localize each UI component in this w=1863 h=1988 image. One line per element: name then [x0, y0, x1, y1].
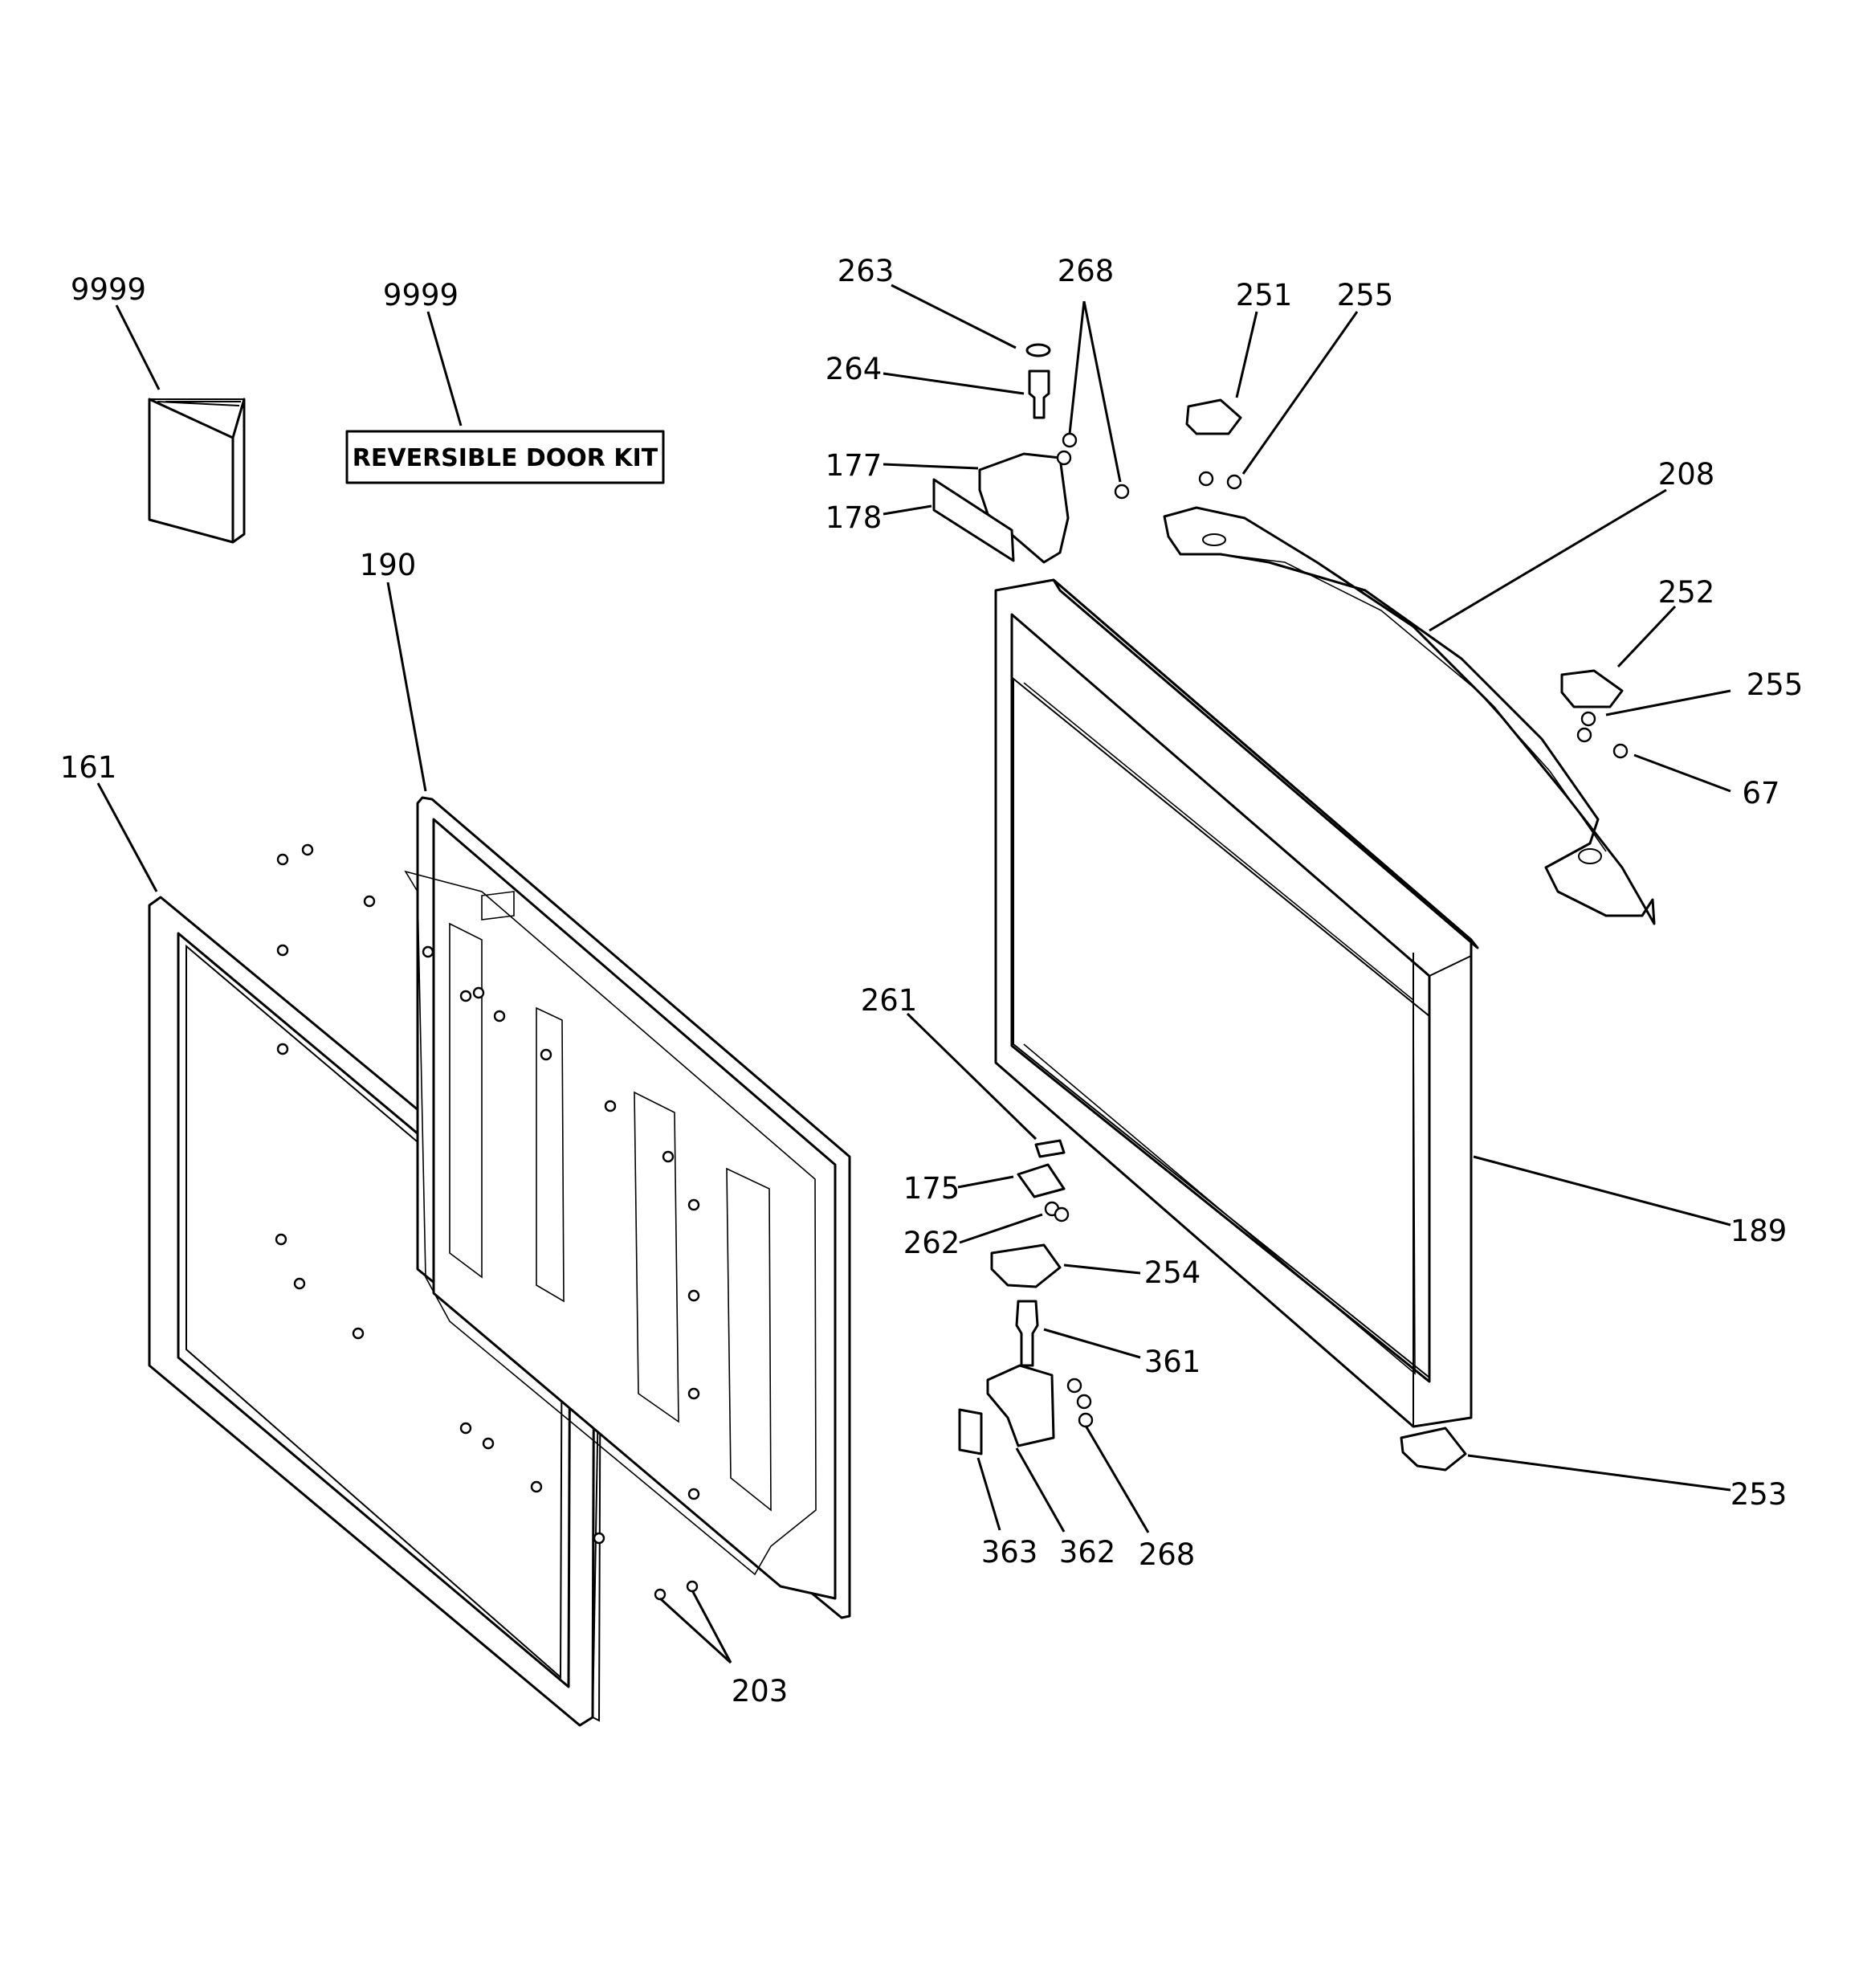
callout-268-upper: 268 [1058, 254, 1115, 288]
lower-hinge-parts [958, 1139, 1094, 1455]
callout-261: 261 [861, 983, 918, 1018]
callout-268-lower: 268 [1139, 1537, 1196, 1572]
callout-264: 264 [826, 352, 883, 386]
callout-203: 203 [732, 1674, 789, 1708]
callout-189: 189 [1731, 1214, 1788, 1248]
callout-190: 190 [360, 548, 417, 582]
callout-262: 262 [903, 1226, 960, 1260]
callout-363: 363 [981, 1535, 1038, 1570]
hinge-177 [978, 452, 1070, 564]
shim-178 [932, 478, 1015, 562]
screws-203 [654, 1580, 699, 1601]
callout-161: 161 [60, 750, 117, 785]
callout-253: 253 [1731, 1477, 1788, 1512]
callout-252: 252 [1658, 575, 1715, 610]
cap-253 [1400, 1427, 1467, 1472]
callout-9999-kit: 9999 [383, 278, 459, 312]
callout-67: 67 [1742, 776, 1779, 810]
callout-263: 263 [838, 254, 895, 288]
spacer-261 [1034, 1139, 1066, 1158]
callout-254: 254 [1144, 1255, 1201, 1290]
hinge-pin-361 [1015, 1300, 1039, 1367]
callout-177: 177 [826, 448, 883, 483]
leader-lines [96, 284, 1731, 1664]
reversible-door-kit-label: REVERSIBLE DOOR KIT [353, 444, 658, 472]
shim-363 [958, 1408, 983, 1455]
door-handle [1163, 506, 1656, 925]
callout-362: 362 [1059, 1535, 1116, 1570]
reversible-door-kit-box: REVERSIBLE DOOR KIT [345, 430, 665, 484]
callout-175: 175 [903, 1171, 960, 1206]
bracket-254 [990, 1243, 1062, 1288]
callout-361: 361 [1144, 1345, 1201, 1379]
callout-labels: 9999 9999 263 268 251 255 264 177 178 20… [60, 254, 1804, 1708]
hinge-362 [986, 1364, 1055, 1447]
callout-255-lower: 255 [1747, 667, 1804, 702]
outer-door [994, 578, 1479, 1428]
cap-251 [1185, 398, 1242, 435]
door-screws [275, 843, 700, 1545]
washer-263 [1025, 343, 1051, 357]
hinge-pin-264 [1028, 369, 1050, 419]
shim-175 [1017, 1163, 1066, 1198]
callout-178: 178 [826, 500, 883, 535]
upper-hinge-parts [932, 343, 1629, 1472]
callout-208: 208 [1658, 457, 1715, 492]
callout-251: 251 [1236, 278, 1293, 312]
callout-9999-manual: 9999 [71, 272, 146, 307]
manual-booklet [148, 398, 246, 544]
callout-255-upper: 255 [1337, 278, 1394, 312]
cap-252 [1560, 669, 1624, 708]
inner-door-panel [404, 796, 851, 1619]
